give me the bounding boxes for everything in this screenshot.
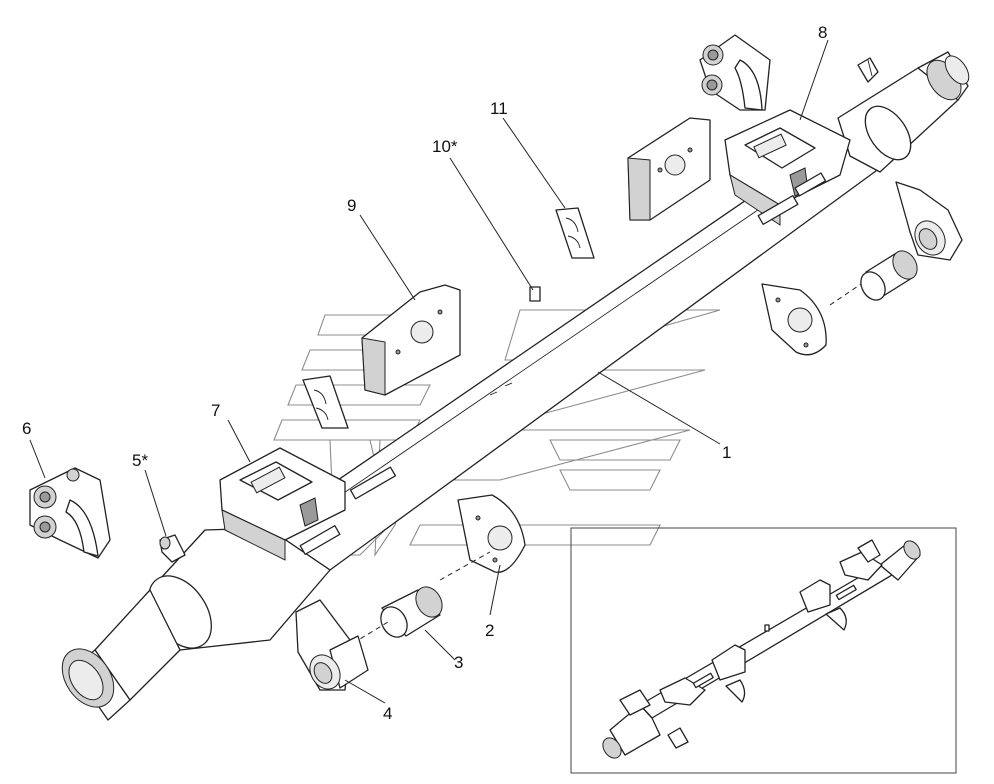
callout-2: 2 bbox=[485, 621, 494, 640]
part-9-plate bbox=[302, 284, 461, 429]
part-3-bushing bbox=[380, 586, 443, 638]
clip-right bbox=[857, 57, 879, 83]
callout-8: 8 bbox=[818, 23, 827, 42]
callout-9: 9 bbox=[347, 196, 356, 215]
callout-6: 6 bbox=[22, 419, 31, 438]
callout-7: 7 bbox=[211, 401, 220, 420]
callout-11: 11 bbox=[490, 99, 508, 118]
part-8-right-bracket bbox=[724, 109, 851, 226]
assembled-inset bbox=[570, 527, 957, 774]
leader-lines bbox=[29, 39, 829, 704]
callout-5: 5* bbox=[132, 451, 148, 470]
lever-right bbox=[895, 181, 963, 261]
callout-4: 4 bbox=[383, 704, 392, 723]
part-4-lever bbox=[295, 599, 369, 691]
part-10-clip bbox=[529, 286, 541, 302]
bushing-right bbox=[860, 250, 918, 301]
part-2-shim bbox=[457, 494, 526, 573]
axle-beam bbox=[61, 51, 970, 721]
part-7-left-bracket bbox=[219, 447, 397, 561]
callouts: 1 2 3 4 5* 6 7 8 9 10* 11 bbox=[22, 23, 827, 723]
part-6-roller-block bbox=[29, 467, 111, 559]
roller-block-right bbox=[699, 34, 771, 111]
callout-10: 10* bbox=[432, 137, 458, 156]
inset-frame bbox=[570, 527, 957, 774]
part-5-clip bbox=[159, 534, 186, 563]
shim-right bbox=[761, 283, 827, 356]
part-11-plate bbox=[555, 117, 711, 259]
callout-3: 3 bbox=[454, 653, 463, 672]
callout-1: 1 bbox=[722, 443, 731, 462]
